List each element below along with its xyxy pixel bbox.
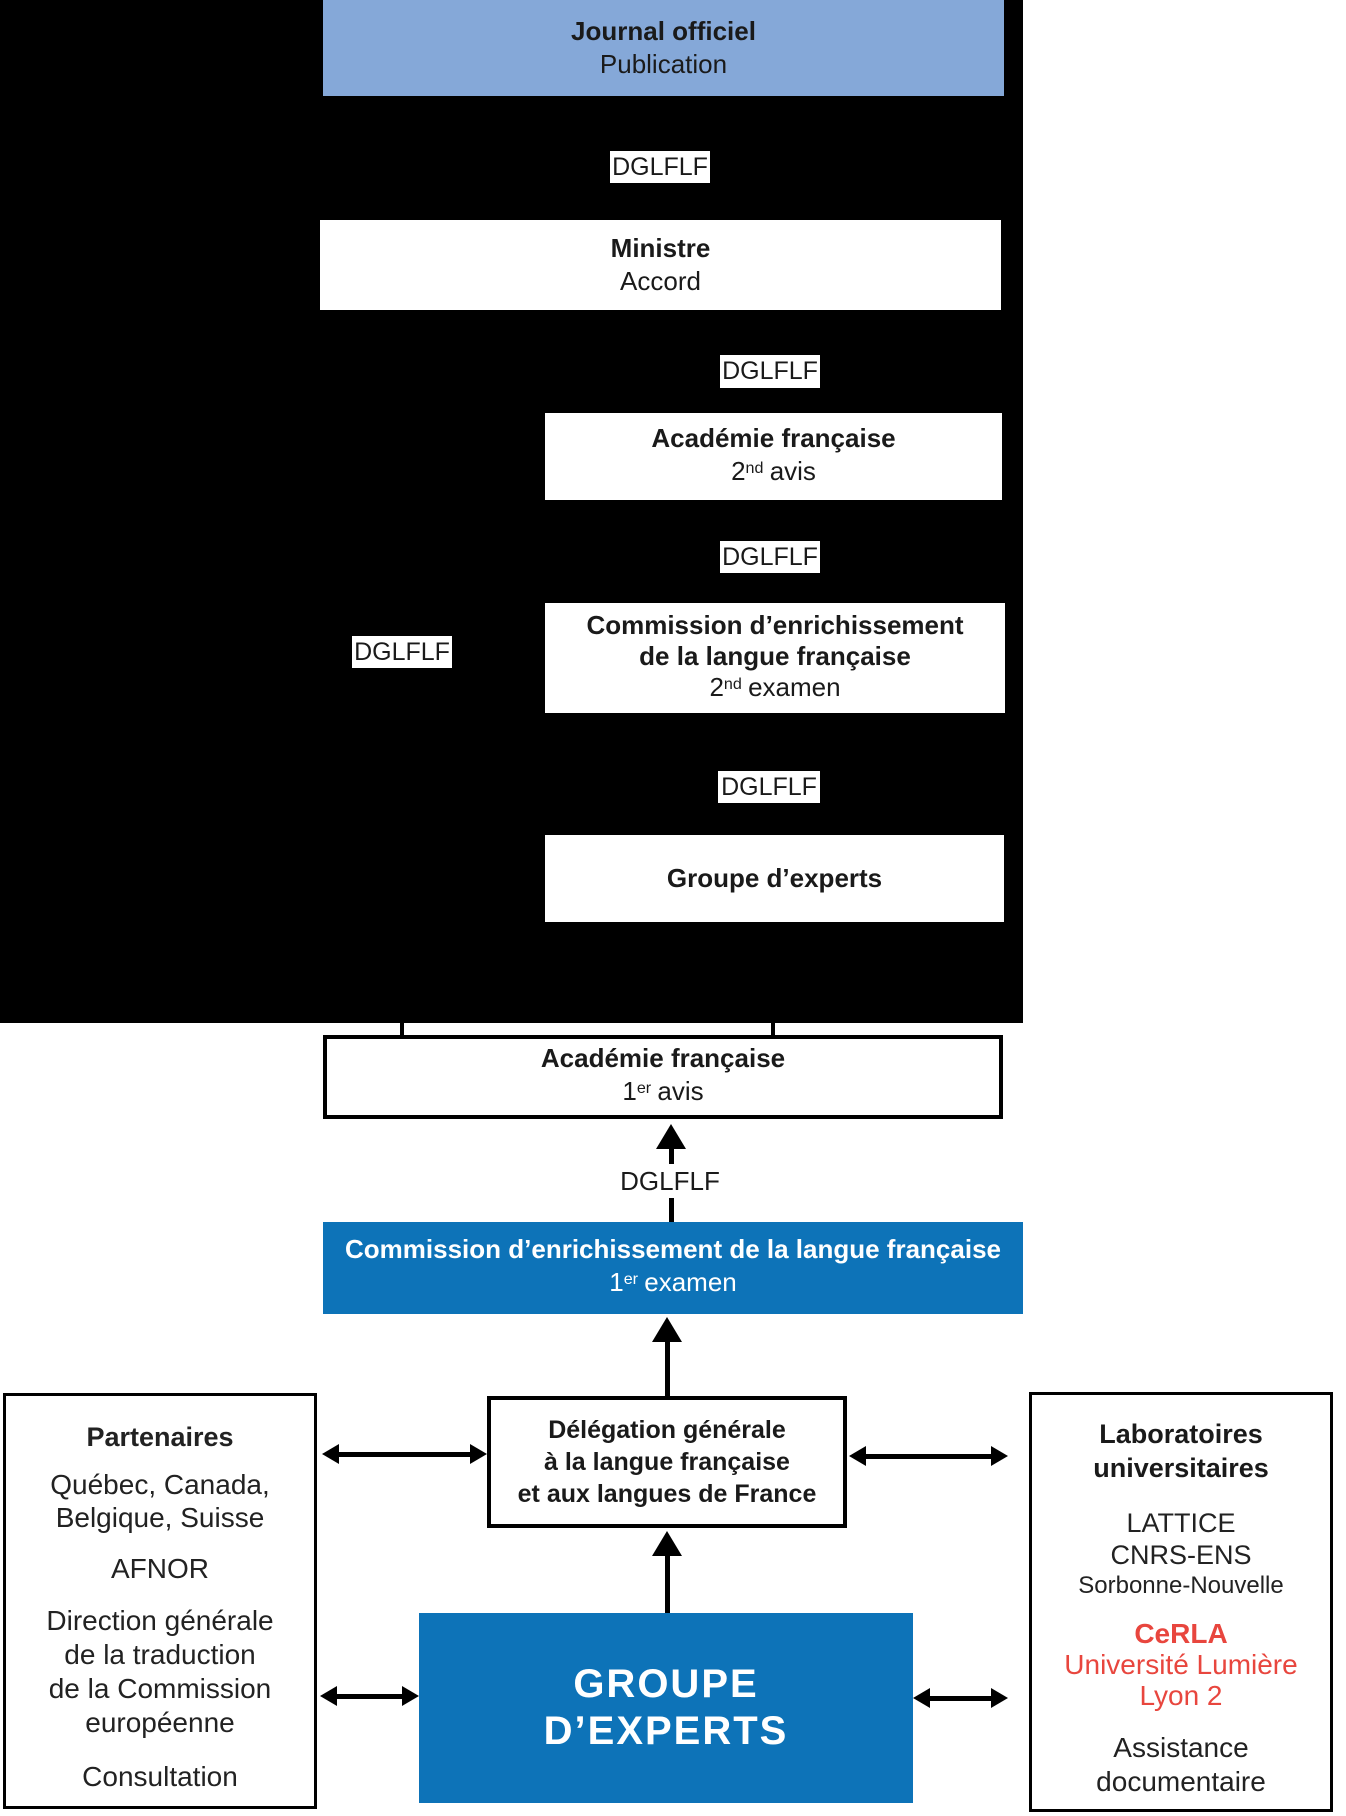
groupe-small-title: Groupe d’experts — [666, 863, 883, 893]
up-arrow-head-delegation-to-commission — [652, 1317, 682, 1342]
connector-stub-right — [771, 1023, 775, 1042]
lattice-label: LATTICE — [1126, 1508, 1236, 1538]
delegation-line3: et aux langues de France — [517, 1480, 817, 1508]
delegation-line2: à la langue française — [544, 1448, 790, 1476]
commission1-subtitle: 1er examen — [609, 1266, 737, 1303]
groupe-main-line1: GROUPE — [573, 1662, 759, 1706]
dglflf-chip-1: DGLFLF — [610, 151, 710, 183]
academie2-title: Académie française — [651, 422, 896, 453]
ord-number: 1 — [609, 1267, 624, 1297]
groupe-experts-small-box: Groupe d’experts — [545, 835, 1004, 922]
assistance-documentaire: Assistance documentaire — [1096, 1731, 1266, 1799]
universite-lumiere-line1: Université Lumière — [1064, 1649, 1298, 1680]
arrow-head-left — [320, 1686, 337, 1706]
commission1-title: Commission d’enrichissement de la langue… — [345, 1234, 1001, 1264]
ministre-box: Ministre Accord — [320, 220, 1001, 310]
laboratoires-lattice: LATTICE CNRS-ENS — [1110, 1507, 1251, 1571]
partenaires-direction-line1: Direction générale — [46, 1605, 274, 1636]
ord-suffix: nd — [723, 674, 742, 693]
assistance-line2: documentaire — [1096, 1766, 1266, 1797]
academie1-title: Académie française — [540, 1043, 786, 1073]
partenaires-direction: Direction générale de la traduction de l… — [46, 1604, 273, 1740]
up-arrow-head-groupe-to-delegation — [652, 1531, 682, 1556]
commission-enrichissement-1er-examen-box: Commission d’enrichissement de la langue… — [323, 1222, 1023, 1314]
ord-number: 2 — [731, 455, 746, 486]
groupe-main-line2: D’EXPERTS — [543, 1709, 789, 1753]
laboratoires-title-line2: universitaires — [1093, 1453, 1269, 1483]
delegation-line1: Délégation générale — [548, 1416, 786, 1444]
dglflf-chip-4: DGLFLF — [718, 771, 820, 803]
laboratoires-title: Laboratoires universitaires — [1093, 1417, 1269, 1485]
arrow-shaft — [861, 1454, 996, 1459]
ord-number: 1 — [622, 1076, 637, 1106]
journal-officiel-subtitle: Publication — [599, 49, 728, 79]
arrow-shaft — [925, 1696, 996, 1701]
partenaires-countries-line2: Belgique, Suisse — [55, 1502, 265, 1533]
partenaires-direction-line3: de la Commission — [48, 1673, 272, 1704]
assistance-line1: Assistance — [1113, 1732, 1249, 1763]
up-arrow-shaft-groupe-to-delegation — [665, 1555, 670, 1613]
groupe-experts-main-box: GROUPE D’EXPERTS — [419, 1613, 913, 1803]
universite-lumiere-line2: Lyon 2 — [1139, 1680, 1223, 1711]
arrow-head-left — [849, 1446, 866, 1466]
arrow-shaft — [332, 1694, 407, 1699]
dglflf-chip-2: DGLFLF — [720, 355, 820, 388]
ord-word: avis — [657, 1076, 704, 1106]
ord-word: examen — [748, 671, 841, 702]
universite-lumiere: Université Lumière Lyon 2 — [1064, 1649, 1297, 1711]
arrow-head-right — [991, 1688, 1008, 1708]
ministre-subtitle: Accord — [620, 266, 701, 296]
partenaires-countries-line1: Québec, Canada, — [50, 1469, 270, 1500]
laboratoires-universitaires-box: Laboratoires universitaires LATTICE CNRS… — [1029, 1392, 1333, 1812]
partenaires-direction-line2: de la traduction — [64, 1639, 256, 1670]
dglflf-arrow-label: DGLFLF — [590, 1164, 750, 1198]
arrow-head-right — [991, 1446, 1008, 1466]
partenaires-countries: Québec, Canada, Belgique, Suisse — [50, 1468, 270, 1534]
ord-number: 2 — [709, 671, 724, 702]
commission2-line1: Commission d’enrichissement — [586, 609, 964, 640]
cerla-label: CeRLA — [1134, 1618, 1228, 1649]
partenaires-consultation: Consultation — [82, 1761, 238, 1792]
ord-word: avis — [769, 455, 816, 486]
commission2-subtitle: 2nd examen — [709, 672, 840, 707]
ord-word: examen — [644, 1267, 737, 1297]
dglflf-chip-3: DGLFLF — [720, 541, 820, 573]
double-arrow-partenaires-groupe — [320, 1686, 419, 1706]
arrow-shaft — [334, 1452, 475, 1457]
connector-stub-left — [400, 1023, 404, 1042]
ord-suffix: er — [623, 1270, 639, 1289]
arrow-head-left — [322, 1444, 339, 1464]
arrow-head-right — [470, 1444, 487, 1464]
up-arrow-head-commission-to-academie — [656, 1124, 686, 1149]
laboratoires-title-line1: Laboratoires — [1099, 1419, 1263, 1449]
arrow-head-left — [913, 1688, 930, 1708]
dglflf-chip-left: DGLFLF — [352, 636, 452, 668]
journal-officiel-title: Journal officiel — [571, 16, 756, 46]
double-arrow-partenaires-delegation — [322, 1444, 487, 1464]
ord-suffix: nd — [745, 458, 764, 477]
double-arrow-groupe-laboratoires — [913, 1688, 1008, 1708]
commission-enrichissement-2nd-examen-box: Commission d’enrichissement de la langue… — [545, 603, 1005, 713]
commission2-line2: de la langue française — [639, 640, 911, 671]
partenaires-title: Partenaires — [86, 1422, 234, 1452]
sorbonne-nouvelle-label: Sorbonne-Nouvelle — [1078, 1572, 1284, 1599]
ministre-title: Ministre — [610, 233, 711, 263]
up-arrow-shaft-delegation-to-commission — [665, 1341, 670, 1396]
journal-officiel-box: Journal officiel Publication — [323, 0, 1004, 96]
partenaires-box: Partenaires Québec, Canada, Belgique, Su… — [3, 1393, 317, 1809]
delegation-generale-box: Délégation générale à la langue français… — [487, 1396, 847, 1528]
double-arrow-delegation-laboratoires — [849, 1446, 1008, 1466]
arrow-head-right — [402, 1686, 419, 1706]
cnrs-ens-label: CNRS-ENS — [1110, 1540, 1252, 1570]
partenaires-afnor: AFNOR — [111, 1553, 209, 1584]
partenaires-direction-line4: européenne — [85, 1707, 235, 1738]
ord-suffix: er — [636, 1079, 652, 1098]
